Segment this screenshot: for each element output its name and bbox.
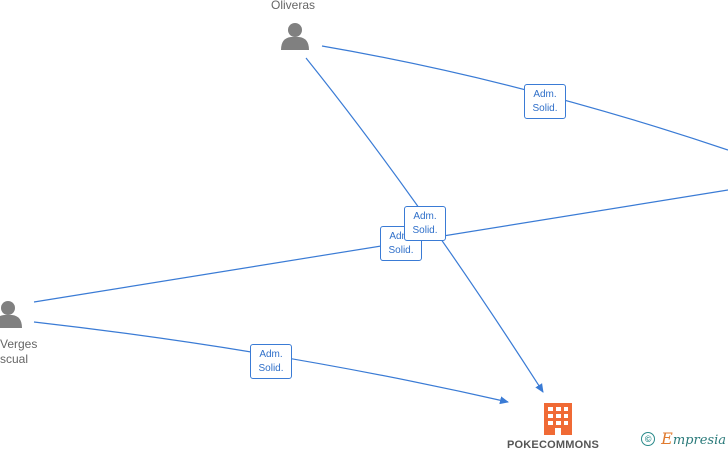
company-name[interactable]: POKECOMMONS (507, 439, 600, 451)
brand-initial: E (661, 429, 673, 448)
brand-watermark: © Empresia (641, 429, 726, 448)
brand-logo: Empresia (661, 429, 726, 448)
edge-role-line2: Solid. (258, 362, 284, 374)
edge-role-line1: Adm. (259, 348, 283, 360)
edge-role-badge[interactable]: Adm. Solid. (250, 344, 292, 379)
person-name-line2: scual (0, 352, 29, 366)
copyright-icon: © (641, 431, 656, 446)
edge-role-line2: Solid. (388, 244, 414, 256)
edge-role-line2: Solid. (412, 224, 438, 236)
person-name-verges[interactable]: Verges scual (0, 337, 38, 367)
brand-rest: mpresia (672, 433, 726, 448)
building-icon[interactable] (544, 403, 572, 435)
edge-line-oliveras-to-offscreen (321, 45, 728, 151)
person-name-line1: Verges (0, 337, 38, 351)
edge-role-line1: Adm. (533, 88, 557, 100)
edge-role-line1: Adm. (389, 230, 413, 242)
edge-role-badge[interactable]: Adm. Solid. (404, 206, 446, 241)
person-icon[interactable] (0, 301, 22, 328)
person-name-oliveras[interactable]: Oliveras (270, 0, 315, 12)
edge-role-line1: Adm. (413, 210, 437, 222)
edge-role-line2: Solid. (532, 102, 558, 114)
edge-role-badge[interactable]: Adm. Solid. (524, 84, 566, 119)
person-icon[interactable] (281, 23, 309, 50)
